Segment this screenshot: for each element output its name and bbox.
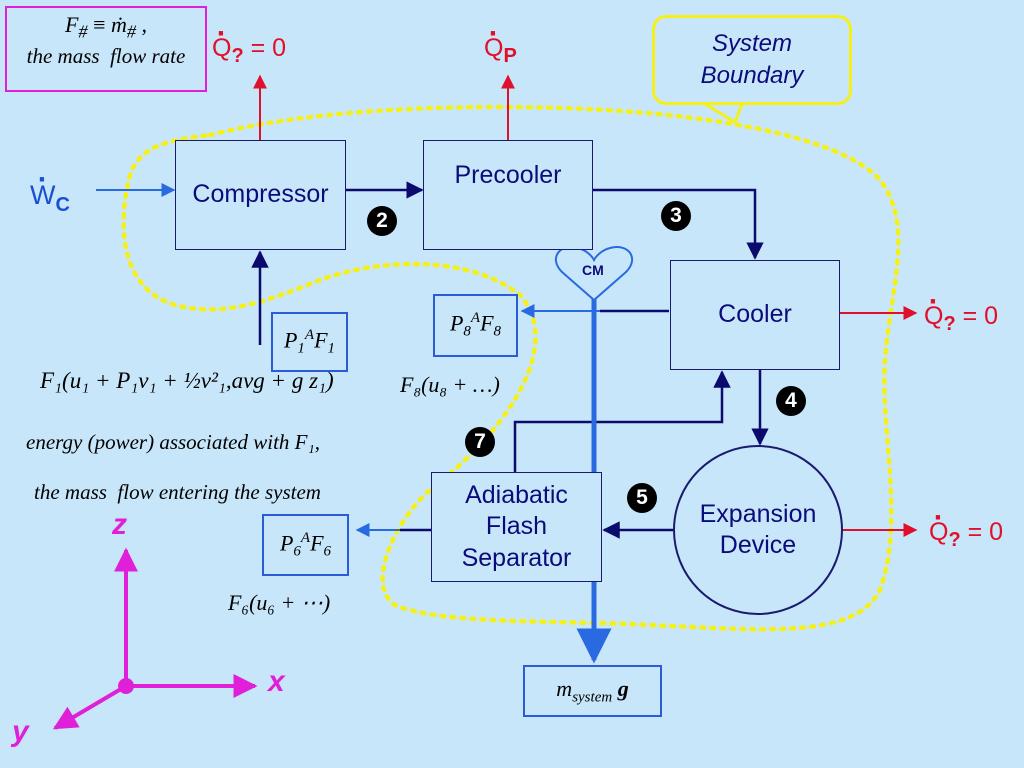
system-boundary-callout: System Boundary — [652, 15, 852, 105]
system-boundary — [121, 104, 901, 632]
expansion-label-2: Device — [719, 531, 797, 559]
compressor-label: Compressor — [192, 180, 329, 209]
expansion-label-1: Expansion — [699, 499, 817, 528]
p8-flow-symbol: F — [480, 310, 494, 336]
legend-mdot-subscript: # — [126, 21, 137, 42]
separator-label-3: Separator — [461, 543, 572, 572]
state-2-badge: 2 — [367, 206, 397, 236]
p6-area-symbol: A — [300, 529, 311, 546]
legend-description: the mass flow rate — [26, 44, 186, 69]
p8-pressure-box: P8AF8 — [433, 294, 518, 357]
precooler-box[interactable]: Precooler — [423, 140, 593, 250]
callout-line-2: Boundary — [700, 62, 804, 89]
p8-flow-subscript: 8 — [493, 323, 502, 340]
q-dot-symbol: Q — [212, 34, 231, 63]
flash-separator-box[interactable]: Adiabatic Flash Separator — [431, 472, 602, 582]
w-subscript: C — [55, 194, 70, 216]
callout-line-1: System — [711, 29, 792, 57]
legend-box: F# ≡ ṁ# , the mass flow rate — [5, 6, 207, 92]
energy-f8-equation: F₈(u₈ + …) — [400, 372, 500, 397]
heat-precooler-label: QP — [484, 34, 517, 67]
x-axis-label: x — [268, 665, 285, 698]
p1-symbol: P — [283, 326, 298, 352]
p6-subscript: 6 — [293, 543, 301, 560]
q-cooler-value: = 0 — [962, 302, 999, 330]
legend-f-subscript: # — [78, 21, 88, 42]
gravity-symbol: g — [617, 675, 629, 701]
p8-symbol: P — [449, 310, 464, 336]
state-3-badge: 3 — [661, 201, 691, 231]
separator-label-1: Adiabatic — [465, 481, 568, 510]
q-precooler-subscript: P — [503, 45, 517, 67]
mass-subscript: system — [572, 689, 613, 706]
legend-equiv-symbol: ≡ — [93, 12, 106, 37]
z-axis-label: z — [112, 508, 127, 541]
q-dot-symbol: Q — [929, 518, 948, 547]
y-axis-label: y — [12, 715, 29, 748]
q-dot-symbol: Q — [924, 302, 943, 331]
p6-flow-subscript: 6 — [323, 543, 332, 560]
heat-compressor-label: Q? = 0 — [212, 34, 287, 67]
q-expansion-subscript: ? — [948, 529, 961, 551]
state-4-badge: 4 — [776, 386, 806, 416]
heat-cooler-label: Q? = 0 — [924, 302, 999, 335]
p8-subscript: 8 — [463, 323, 471, 340]
cm-label: CM — [582, 262, 604, 278]
p6-symbol: P — [279, 529, 294, 555]
q-dot-symbol: Q — [484, 34, 503, 63]
work-compressor-label: WC — [30, 180, 70, 216]
energy-description-line-2: the mass flow entering the system — [34, 480, 321, 504]
heat-expansion-label: Q? = 0 — [929, 518, 1004, 551]
q-expansion-value: = 0 — [967, 518, 1004, 546]
separator-label-2: Flash — [485, 512, 548, 541]
system-mass-box: msystem g — [523, 665, 662, 717]
p1-flow-subscript: 1 — [327, 340, 336, 357]
cooler-box[interactable]: Cooler — [670, 260, 840, 370]
q-compressor-value: = 0 — [250, 34, 287, 62]
legend-definition: F# ≡ ṁ# , — [7, 12, 205, 42]
legend-mdot-symbol: ṁ — [110, 12, 127, 37]
p1-pressure-box: P1AF1 — [271, 312, 348, 372]
legend-comma: , — [141, 12, 148, 37]
w-dot-symbol: W — [30, 180, 55, 211]
p1-flow-symbol: F — [314, 326, 328, 352]
p1-area-symbol: A — [304, 326, 315, 343]
p1-subscript: 1 — [297, 340, 305, 357]
energy-description-line-1: energy (power) associated with F₁, — [26, 430, 321, 454]
expansion-device-circle[interactable]: Expansion Device — [673, 445, 843, 615]
cooler-label: Cooler — [718, 300, 792, 329]
state-7-badge: 7 — [465, 427, 495, 457]
p6-flow-symbol: F — [310, 529, 324, 555]
q-cooler-subscript: ? — [943, 313, 956, 335]
compressor-box[interactable]: Compressor — [175, 140, 346, 250]
p6-pressure-box: P6AF6 — [262, 514, 349, 576]
precooler-label: Precooler — [454, 161, 562, 190]
q-compressor-subscript: ? — [231, 45, 244, 67]
legend-f-symbol: F — [64, 12, 79, 37]
p8-area-symbol: A — [470, 310, 481, 327]
mass-symbol: m — [556, 675, 573, 701]
energy-f1-equation: F₁(u₁ + P₁v₁ + ½v²₁,avg + g z₁) — [40, 368, 334, 393]
energy-f6-equation: F₆(u₆ + ⋯) — [228, 590, 331, 615]
state-5-badge: 5 — [627, 483, 657, 513]
